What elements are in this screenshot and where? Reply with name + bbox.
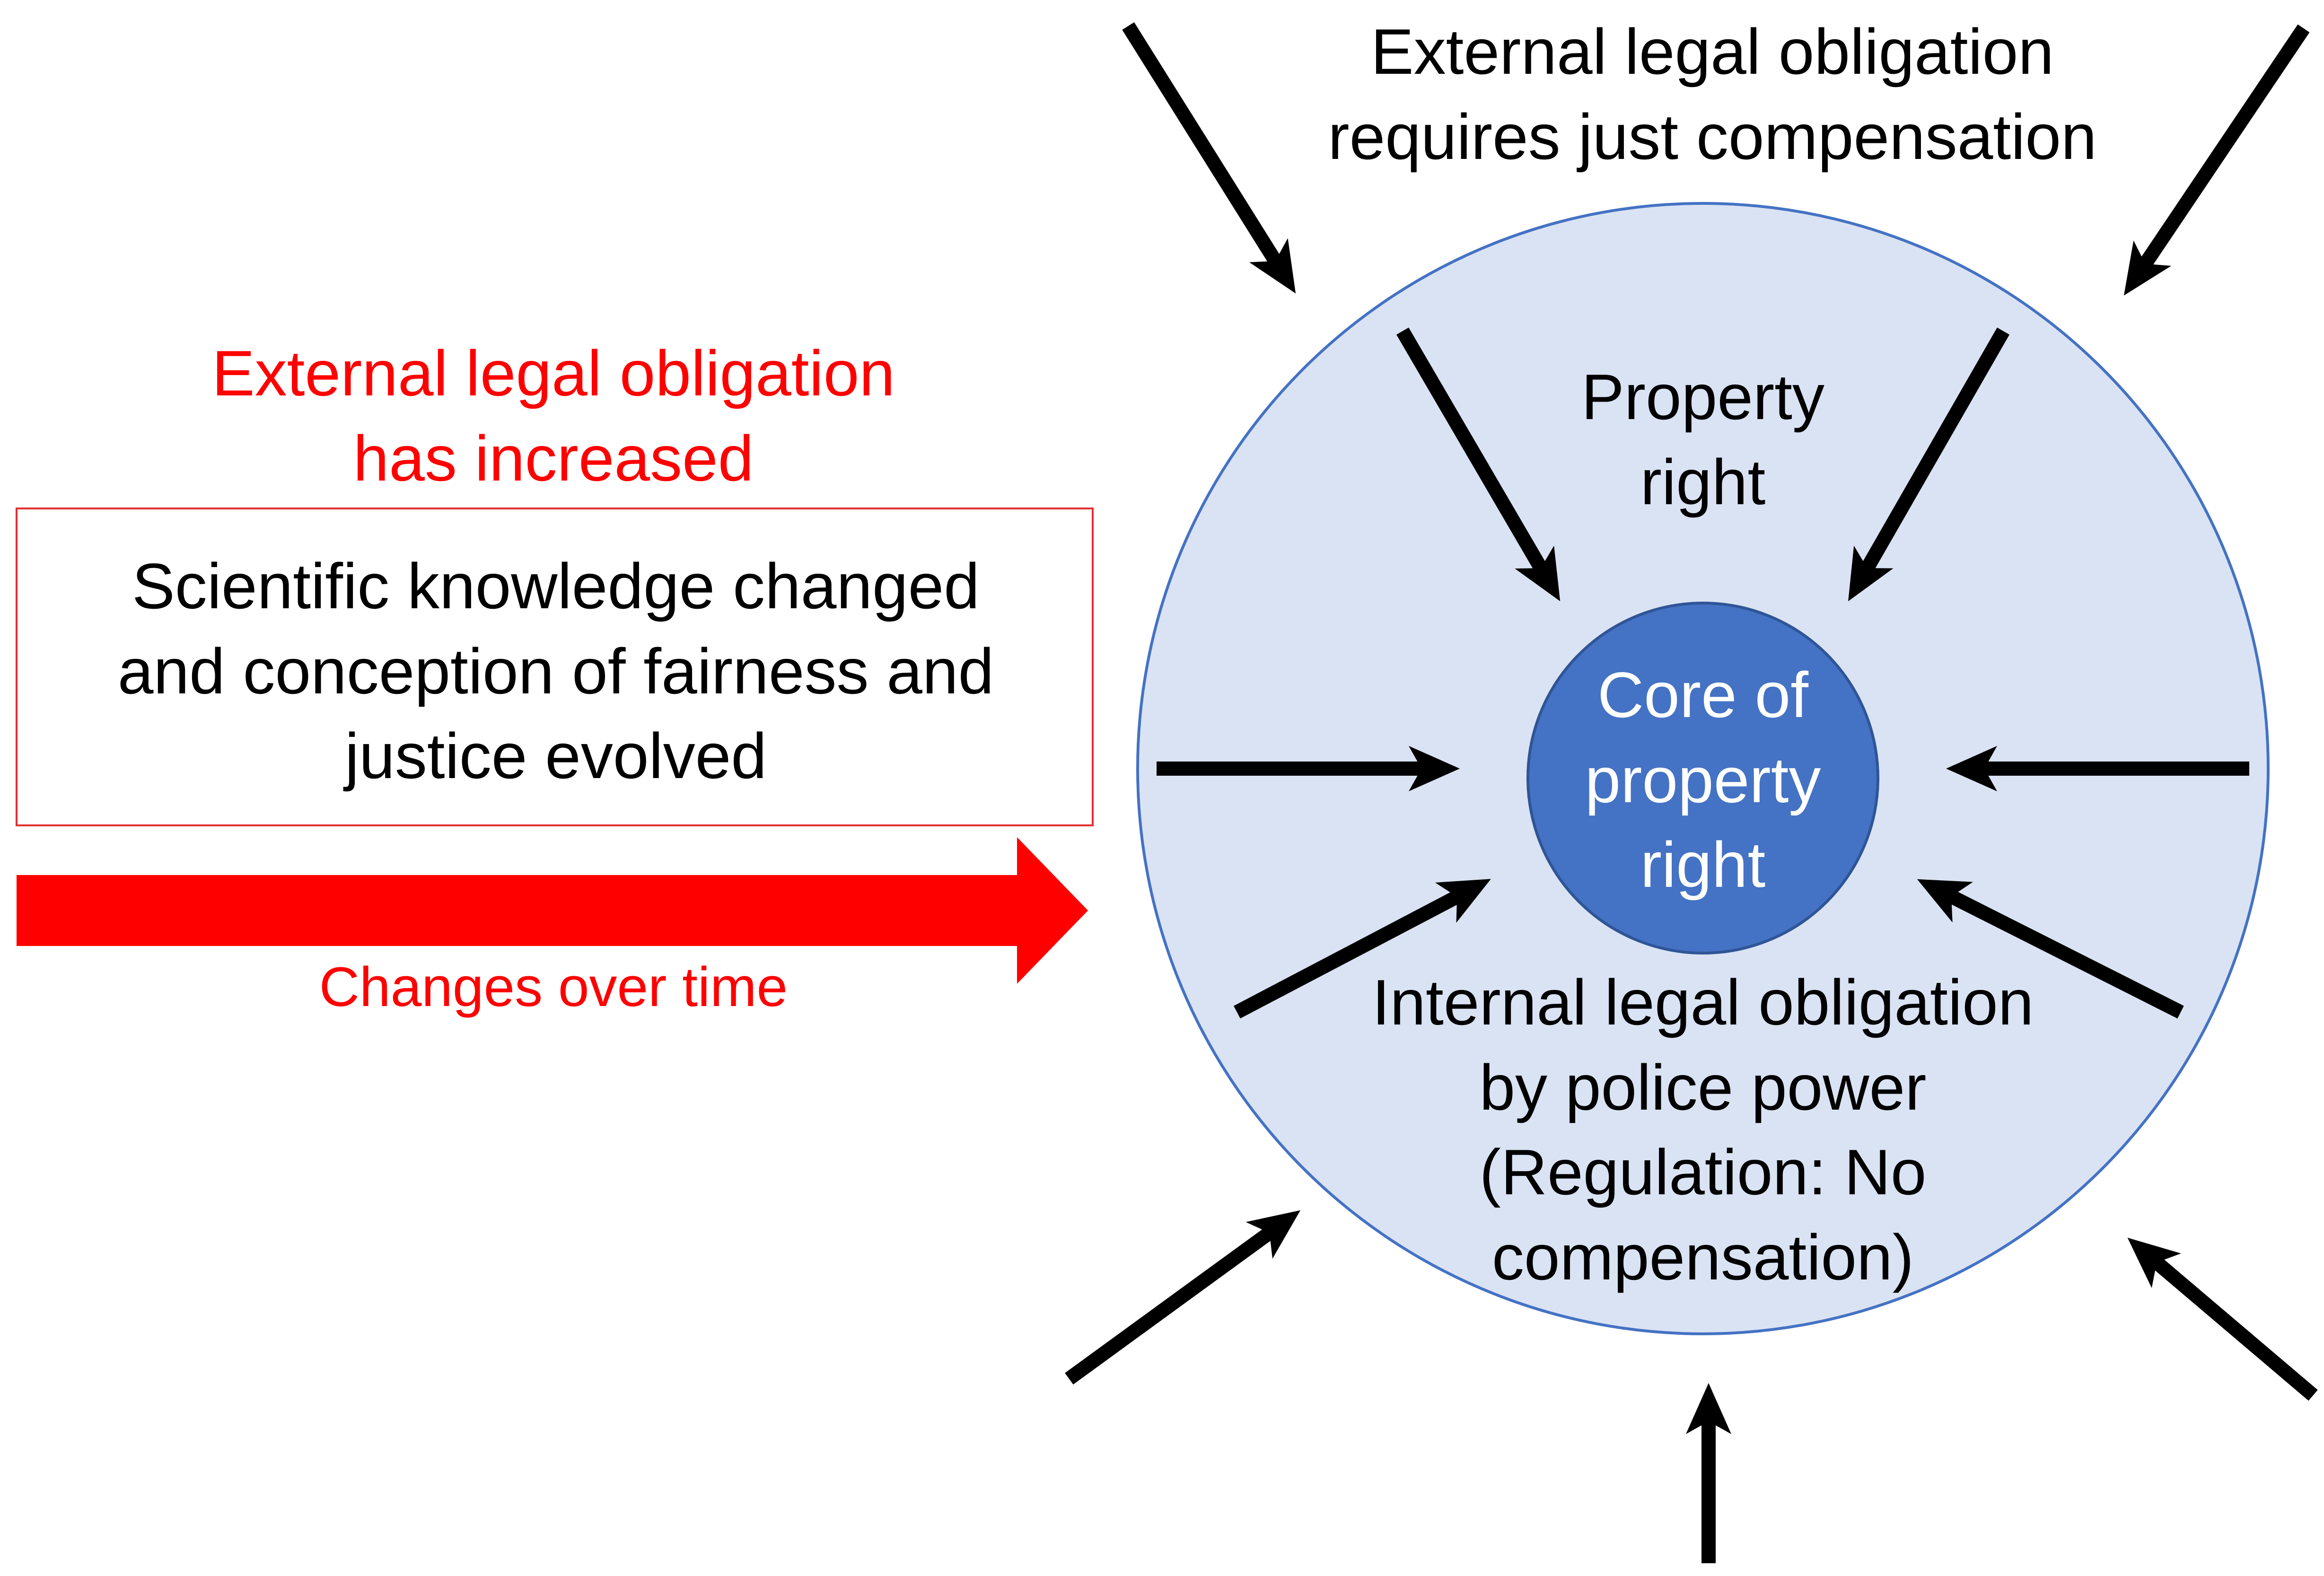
arrow-outer-top-right [2123, 24, 2310, 296]
arrow-inner-bottom-right [1917, 879, 2184, 1019]
arrow-inner-bottom-left [1234, 879, 1491, 1019]
property-right-label: Property right [1581, 361, 1824, 518]
arrow-outer-bottom-left [1065, 1210, 1301, 1385]
internal-obligation-label: Internal legal obligation by police powe… [1372, 966, 2034, 1293]
core-property-circle [1526, 602, 1879, 954]
arrow-inner-top-left [1396, 327, 1561, 602]
science-knowledge-text: Scientific knowledge changed and concept… [117, 550, 994, 792]
changes-over-time-arrow [17, 837, 1088, 984]
science-box [16, 508, 1094, 826]
core-of-property-right-label: Core of property right [1585, 659, 1821, 901]
arrow-outer-top-left [1122, 22, 1296, 294]
external-compensation-label: External legal obligation requires just … [1328, 16, 2097, 173]
arrow-inner-top-right [1848, 327, 2010, 602]
external-obligation-increased-label: External legal obligation has increased [211, 337, 895, 494]
arrow-outer-bottom-right [2127, 1237, 2318, 1401]
changes-over-time-label: Changes over time [319, 956, 788, 1018]
